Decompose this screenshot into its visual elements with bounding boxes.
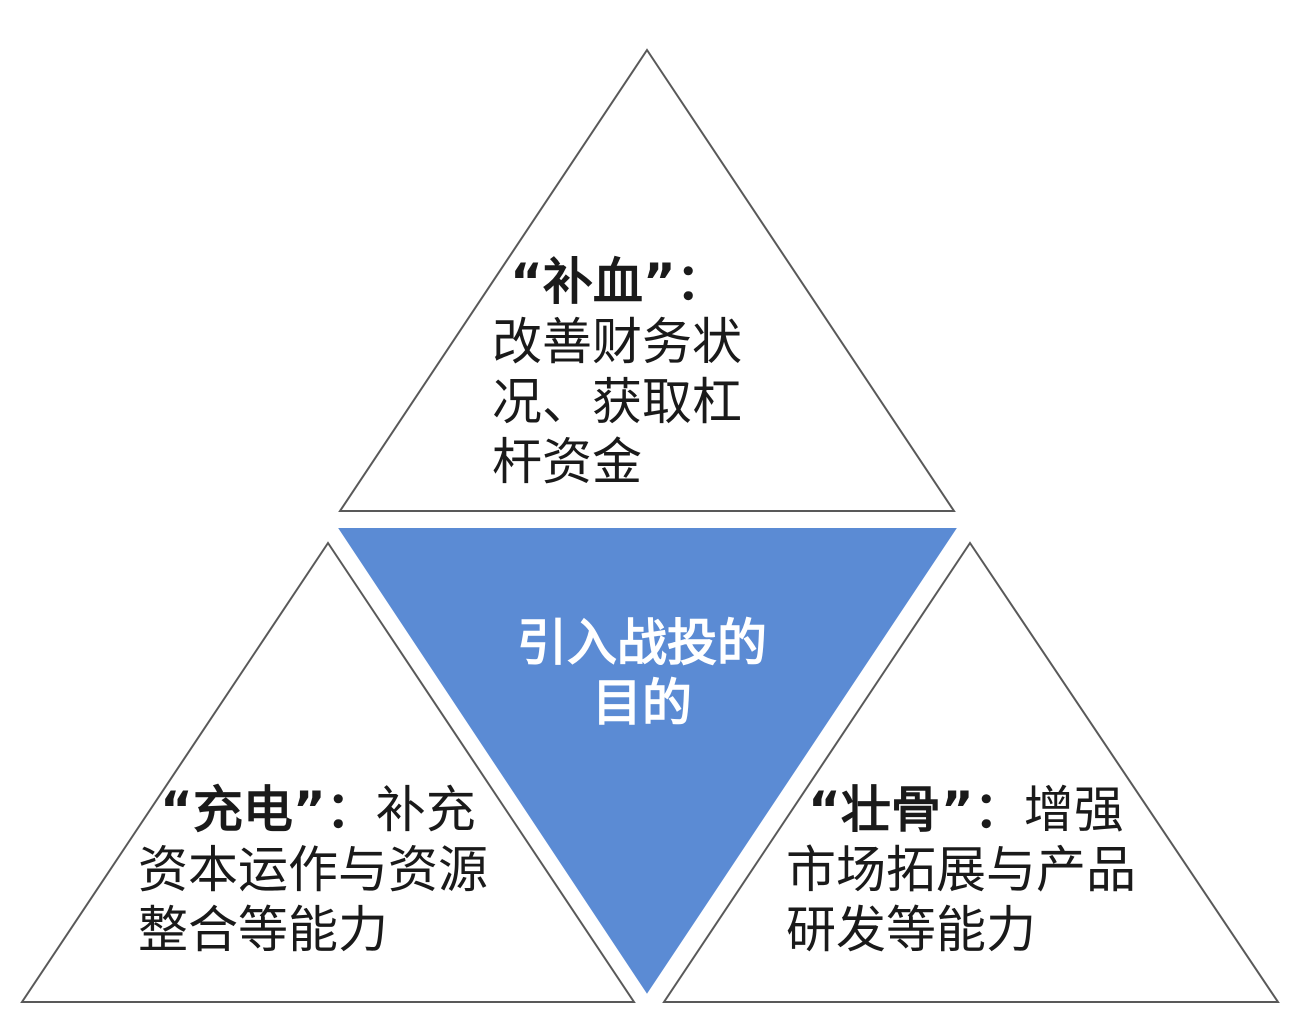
top-triangle-line-2: 况、获取杠 [492,373,742,431]
right-triangle-line-1-tail: 增强 [1023,781,1124,839]
left-triangle-line-1: “充电”：补充 [138,780,488,840]
top-triangle-text: “补血”： 改善财务状 况、获取杠 杆资金 [492,252,742,492]
left-triangle-heading: “充电”： [160,781,376,839]
center-triangle-text: 引入战投的 目的 [517,613,767,733]
top-triangle-heading: “补血”： [510,253,726,311]
center-inverted-triangle [338,528,957,994]
right-triangle-line-3: 研发等能力 [786,901,1036,959]
center-triangle-line-2: 目的 [592,674,692,732]
center-triangle-line-1: 引入战投的 [517,614,767,672]
top-triangle [338,48,956,512]
right-triangle-text: “壮骨”：增强 市场拓展与产品 研发等能力 [786,780,1136,960]
right-triangle-heading: “壮骨”： [808,781,1024,839]
right-triangle-line-2: 市场拓展与产品 [786,841,1136,899]
left-triangle [20,541,636,1003]
top-triangle-line-1: 改善财务状 [492,313,742,371]
right-triangle [662,541,1280,1003]
left-triangle-text: “充电”：补充 资本运作与资源 整合等能力 [138,780,488,960]
left-triangle-line-2: 资本运作与资源 [138,841,488,899]
top-triangle-line-3: 杆资金 [492,433,642,491]
left-triangle-line-3: 整合等能力 [138,901,388,959]
right-triangle-line-1: “壮骨”：增强 [786,780,1136,840]
left-triangle-line-1-tail: 补充 [375,781,476,839]
